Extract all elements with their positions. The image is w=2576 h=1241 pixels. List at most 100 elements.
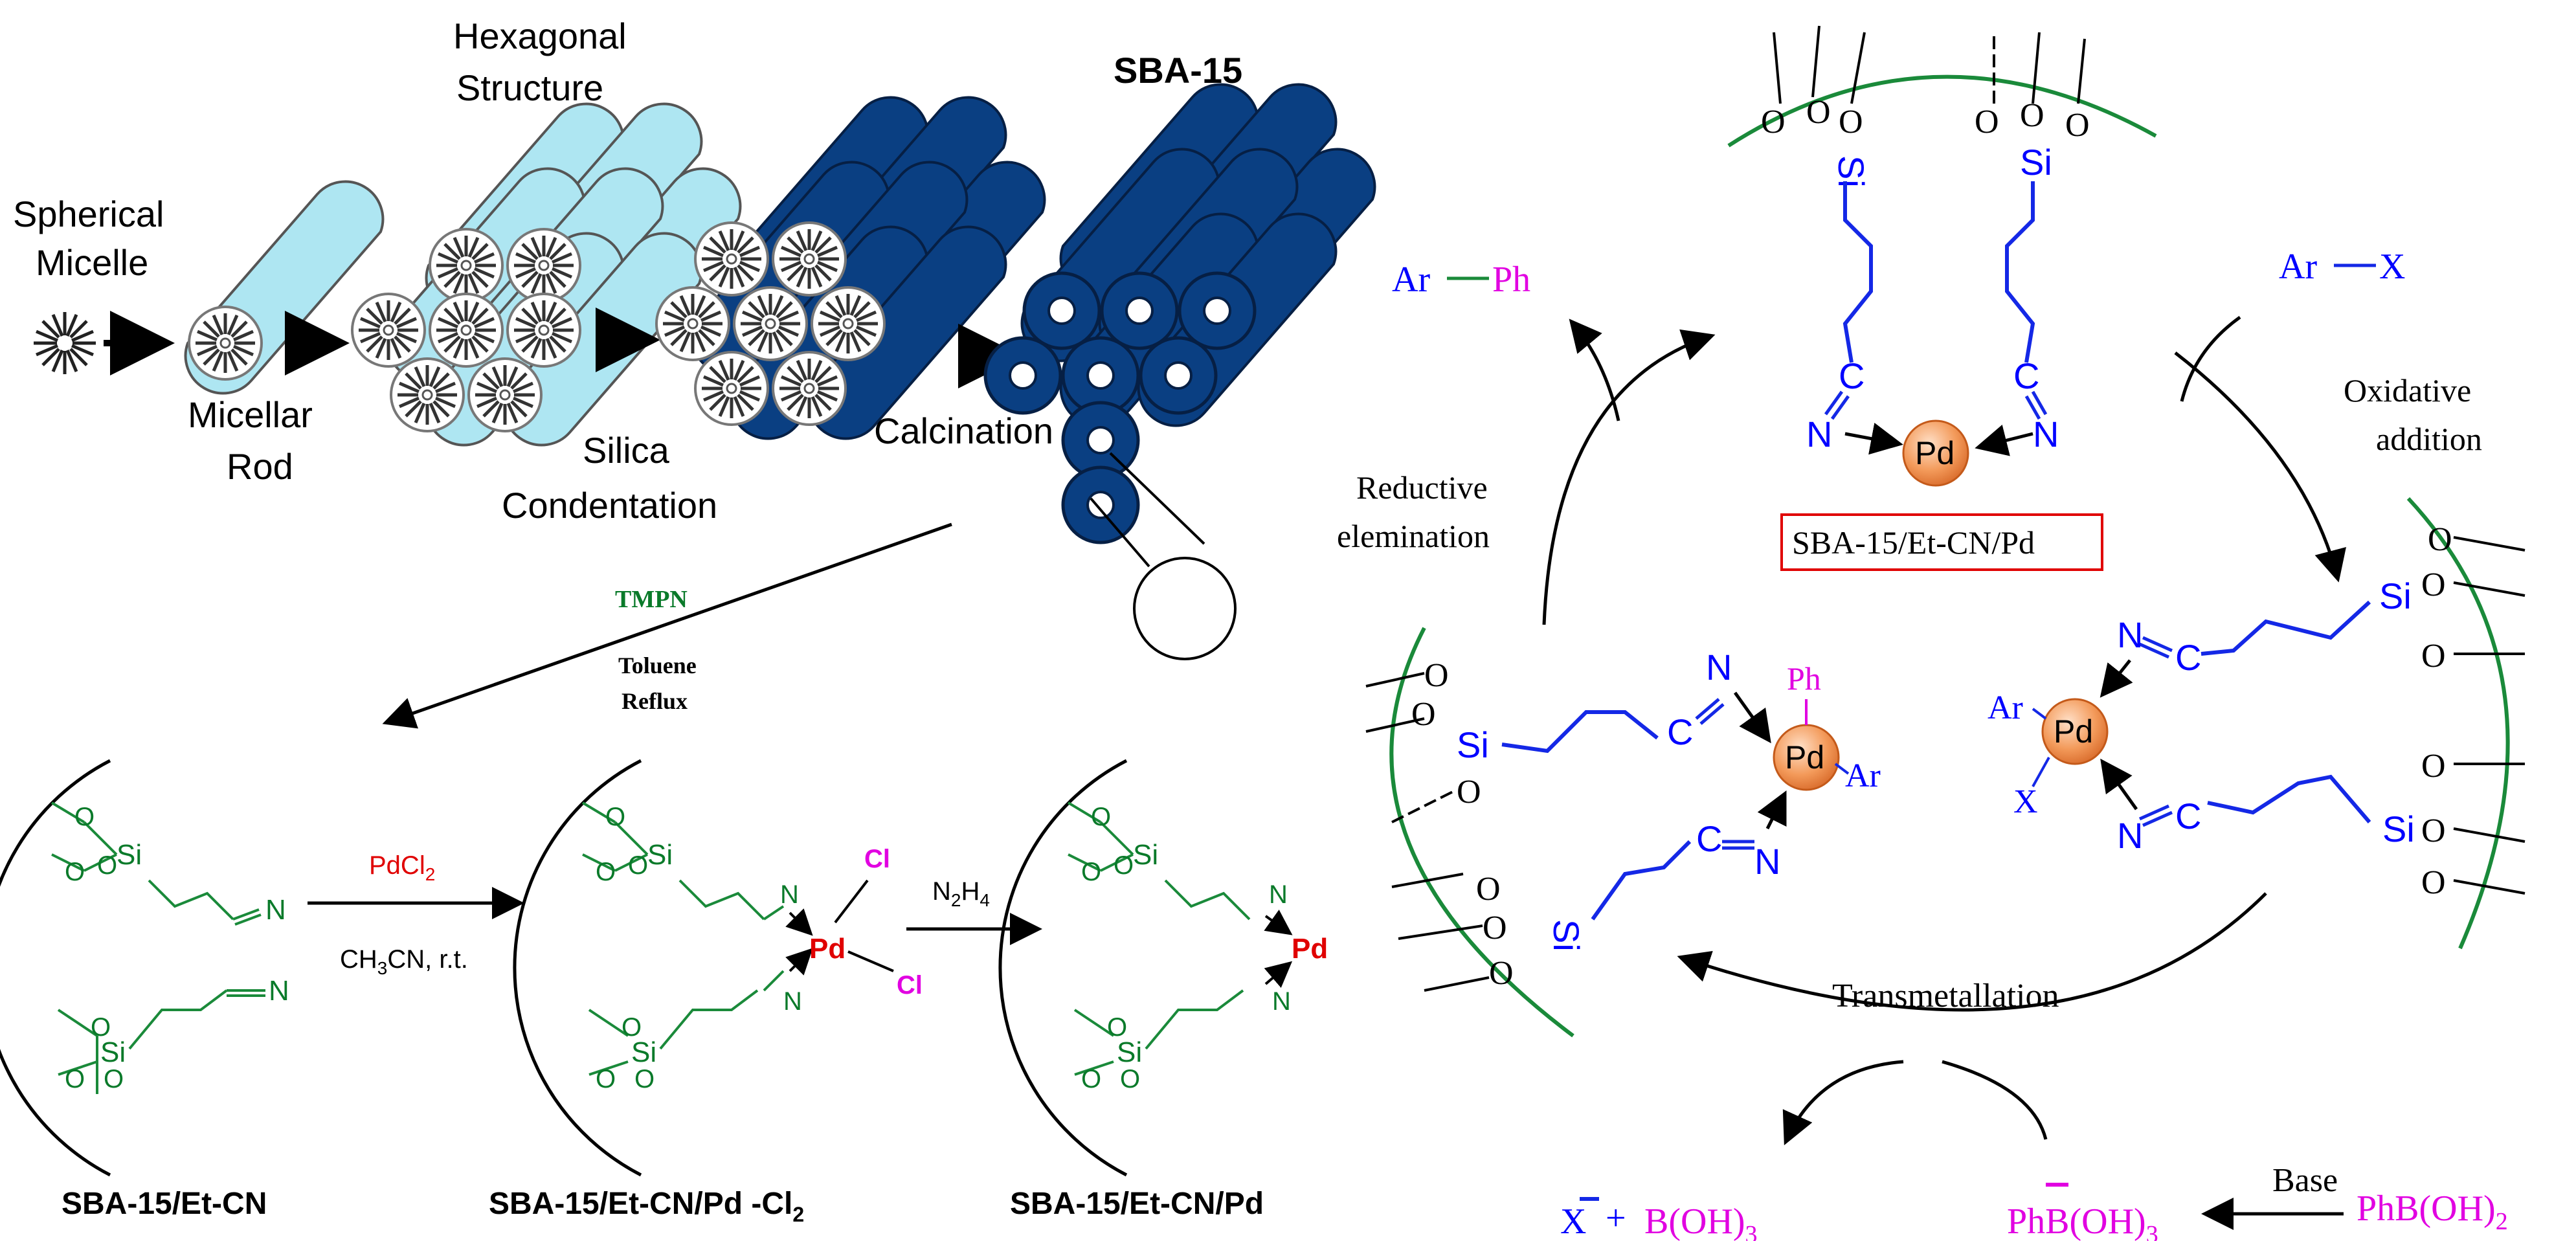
functionalization-panel: O O O Si N O O O Si N PdCl2 CH3CN, r.t. <box>0 759 1328 1226</box>
svg-text:O: O <box>74 803 95 831</box>
substrate-ar: Ar <box>2279 247 2317 287</box>
svg-text:O: O <box>1839 104 1863 140</box>
svg-text:O: O <box>1107 1013 1127 1042</box>
svg-text:N: N <box>1706 647 1732 688</box>
hydrazine-label: N2H4 <box>932 877 990 910</box>
svg-text:O: O <box>1081 1065 1101 1093</box>
svg-text:Si: Si <box>1117 1036 1142 1068</box>
svg-text:O: O <box>2421 638 2446 675</box>
svg-text:Cl: Cl <box>864 845 890 873</box>
svg-text:C: C <box>2175 796 2201 836</box>
svg-text:O: O <box>2421 812 2446 849</box>
svg-text:Si: Si <box>2020 142 2052 183</box>
reductive-label: Reductive <box>1356 469 1488 506</box>
svg-text:Si: Si <box>1546 919 1587 952</box>
svg-text:C: C <box>1839 355 1865 396</box>
oxidative-addition-complex: O O O O O O Si Si C C N N Pd Ar X <box>1988 497 2526 950</box>
zoom-circle <box>1133 557 1237 660</box>
svg-text:O: O <box>65 858 85 886</box>
sba15-et-cn-pd-cl2-structure: O O O Si N O O O Si N Pd Cl Cl <box>513 759 923 1177</box>
addition-label: addition <box>2376 421 2482 457</box>
svg-text:Pd: Pd <box>809 933 846 965</box>
silica-condensation-label: Silica <box>583 430 670 471</box>
svg-text:O: O <box>91 1013 111 1042</box>
svg-text:N: N <box>2033 414 2059 454</box>
svg-text:N: N <box>1806 414 1832 454</box>
sba15-et-cn-pd-structure: O O O Si N O O O Si N Pd <box>998 759 1328 1177</box>
byproduct-x: X <box>1560 1202 1586 1241</box>
phenylborate: PhB(OH)3 <box>2007 1202 2158 1241</box>
svg-text:O: O <box>2421 864 2446 901</box>
plus-sign: + <box>1606 1198 1626 1238</box>
silica-condensation-label-2: Condentation <box>502 485 717 526</box>
svg-text:C: C <box>2175 637 2201 678</box>
svg-text:O: O <box>2421 566 2446 603</box>
ox-add-arrow <box>2180 315 2241 402</box>
svg-text:N: N <box>1754 841 1780 882</box>
svg-text:O: O <box>2020 97 2044 134</box>
svg-text:N: N <box>783 987 802 1016</box>
zoom-line-2 <box>1109 452 1205 545</box>
catalyst-label: SBA-15/Et-CN/Pd <box>1792 524 2035 561</box>
svg-text:O: O <box>65 1065 85 1093</box>
svg-text:N: N <box>780 880 799 909</box>
cycle-arrow-top-right <box>2174 352 2346 583</box>
svg-text:O: O <box>1975 104 1999 140</box>
svg-text:Pd: Pd <box>1785 739 1824 776</box>
svg-text:Si: Si <box>647 839 673 871</box>
pdcl2-label: PdCl2 <box>369 851 435 884</box>
spherical-micelle-label: Spherical <box>13 194 164 234</box>
phenylboronic-acid: PhB(OH)2 <box>2357 1189 2508 1235</box>
svg-text:Cl: Cl <box>897 971 923 1000</box>
tmpn-label: TMPN <box>615 586 688 613</box>
svg-text:Si: Si <box>1831 155 1872 188</box>
micellar-rod-label: Micellar <box>188 394 313 435</box>
svg-text:N: N <box>1272 987 1291 1016</box>
sba15-icon <box>985 83 1376 542</box>
svg-text:Ar: Ar <box>1988 689 2023 726</box>
hexagonal-structure-label: Hexagonal <box>453 16 627 56</box>
catalytic-cycle-panel: O O O O O O Si Si C C N N Pd SBA-15/Et-C… <box>1337 25 2526 1241</box>
sba15-synthesis-panel: Spherical Micelle Micellar Rod Hexag <box>13 16 1376 729</box>
svg-text:N: N <box>269 975 289 1007</box>
svg-text:N: N <box>1269 880 1288 909</box>
transmetallation-label: Transmetallation <box>1832 978 2059 1014</box>
svg-text:O: O <box>596 1065 616 1093</box>
catalyst-label-box <box>1780 513 2103 571</box>
svg-text:O: O <box>1806 94 1831 131</box>
svg-text:C: C <box>1696 818 1722 859</box>
svg-text:O: O <box>1114 851 1134 880</box>
solvent-label: CH3CN, r.t. <box>340 945 468 978</box>
svg-text:O: O <box>634 1065 655 1093</box>
sba15-et-cn-structure: O O O Si N O O O Si N <box>0 759 289 1177</box>
svg-text:Pd: Pd <box>1292 933 1328 965</box>
svg-text:Si: Si <box>631 1036 656 1068</box>
svg-text:O: O <box>1411 696 1436 733</box>
hexagonal-structure-icon <box>352 102 742 447</box>
svg-text:O: O <box>2421 748 2446 785</box>
svg-text:Ph: Ph <box>1787 660 1821 697</box>
hexagonal-structure-label-2: Structure <box>456 67 603 108</box>
svg-text:Si: Si <box>2382 809 2415 849</box>
svg-text:N: N <box>2117 614 2143 655</box>
svg-text:O: O <box>97 851 117 880</box>
pd-sphere-right <box>2041 698 2109 765</box>
boric-acid: B(OH)3 <box>1644 1202 1758 1241</box>
svg-text:O: O <box>1424 657 1449 694</box>
product-ar: Ar <box>1392 260 1430 300</box>
calcination-label: Calcination <box>874 410 1053 451</box>
transmet-out-arrow <box>1782 1060 1904 1146</box>
svg-text:O: O <box>1120 1065 1140 1093</box>
base-label: Base <box>2272 1162 2338 1199</box>
svg-text:C: C <box>1667 711 1693 752</box>
svg-text:O: O <box>104 1065 124 1093</box>
svg-text:O: O <box>1457 774 1481 811</box>
cycle-arrow-left <box>1542 329 1716 625</box>
label-sba15-et-cn-pd: SBA-15/Et-CN/Pd <box>1010 1187 1264 1221</box>
svg-text:O: O <box>2428 521 2452 558</box>
tmpn-arrow <box>382 522 952 729</box>
svg-text:N: N <box>2117 815 2143 856</box>
catalyst-top: O O O O O O Si Si C C N N Pd SBA-15/Et-C… <box>1727 25 2157 571</box>
transmetallation-complex: O O O O O O Si Si C C N N Pd Ph Ar <box>1365 627 1881 1038</box>
